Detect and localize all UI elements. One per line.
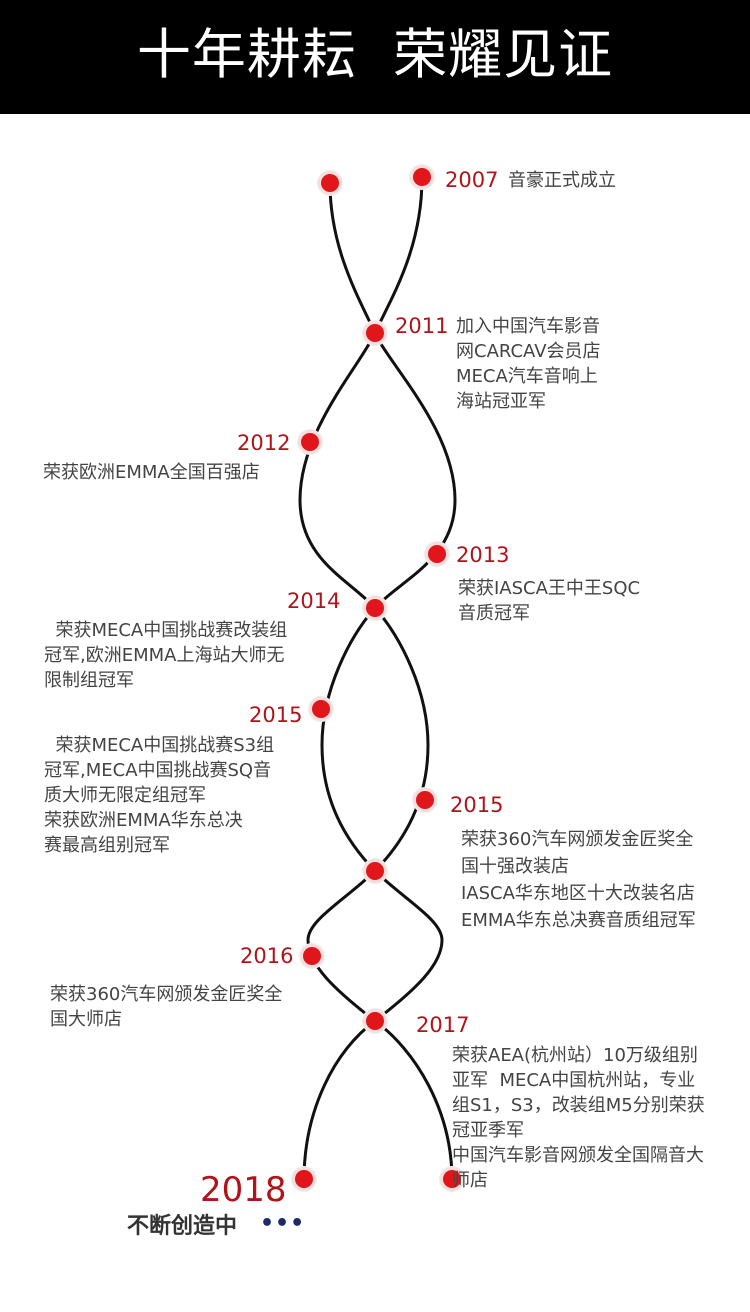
milestone-year-2016: 2016 — [240, 944, 294, 968]
milestone-line: 限制组冠军 — [44, 670, 134, 691]
milestone-text-2015-left: 荣获MECA中国挑战赛S3组 冠军,MECA中国挑战赛SQ音 质大师无限定组冠军… — [44, 733, 274, 858]
timeline-node-2016 — [303, 947, 321, 965]
milestone-year-2013: 2013 — [456, 543, 510, 567]
timeline-node-2015c — [366, 862, 384, 880]
milestone-text-2016: 荣获360汽车网颁发金匠奖全 国大师店 — [50, 982, 282, 1032]
milestone-year-2014: 2014 — [287, 589, 341, 613]
milestone-line: 亚军 MECA中国杭州站，专业 — [452, 1070, 696, 1091]
timeline-node-2007 — [413, 168, 431, 186]
timeline-node-2015a — [312, 700, 330, 718]
milestone-year-2007: 2007 — [445, 168, 499, 192]
milestone-line: 加入中国汽车影音 — [456, 316, 600, 337]
milestone-line: MECA汽车音响上 — [456, 366, 598, 387]
milestone-line: 国十强改装店 — [461, 856, 569, 877]
milestone-year-2017: 2017 — [416, 1013, 470, 1037]
page-title: 十年耕耘 荣耀见证 — [136, 23, 614, 86]
milestone-line: 荣获MECA中国挑战赛改装组 — [44, 620, 288, 641]
milestone-line: 荣获360汽车网颁发金匠奖全 — [461, 829, 694, 850]
timeline-node-2012 — [301, 433, 319, 451]
milestone-line: IASCA华东地区十大改装名店 — [461, 883, 695, 904]
timeline-node-2011 — [366, 324, 384, 342]
timeline-node-2017 — [366, 1012, 384, 1030]
timeline-node-start — [321, 174, 339, 192]
milestone-line: 中国汽车影音网颁发全国隔音大 — [452, 1145, 704, 1166]
milestone-text-2017: 荣获AEA(杭州站）10万级组别 亚军 MECA中国杭州站，专业 组S1，S3，… — [452, 1043, 705, 1193]
milestone-line: 组S1，S3，改装组M5分别荣获 — [452, 1095, 705, 1116]
ellipsis-dots-icon: ••• — [260, 1211, 306, 1236]
milestone-line: 荣获欧洲EMMA华东总决 — [44, 810, 243, 831]
final-year: 2018 — [200, 1170, 287, 1210]
milestone-line: 赛最高组别冠军 — [44, 835, 170, 856]
milestone-line: 海站冠亚军 — [456, 391, 546, 412]
timeline-node-2018-left — [295, 1170, 313, 1188]
milestone-line: 荣获360汽车网颁发金匠奖全 — [50, 984, 283, 1005]
curve-strand-b — [298, 176, 454, 1182]
milestone-line: 荣获欧洲EMMA全国百强店 — [43, 462, 260, 483]
milestone-line: 荣获IASCA王中王SQC — [458, 578, 641, 599]
milestone-line: 音豪正式成立 — [508, 170, 616, 191]
milestone-year-2015-left: 2015 — [249, 703, 303, 727]
milestone-line: 荣获AEA(杭州站）10万级组别 — [452, 1045, 698, 1066]
timeline-node-2014 — [366, 599, 384, 617]
milestone-line: 荣获MECA中国挑战赛S3组 — [44, 735, 275, 756]
milestone-text-2007: 音豪正式成立 — [508, 168, 616, 193]
milestone-line: 冠军,欧洲EMMA上海站大师无 — [44, 645, 285, 666]
milestone-line: 冠军,MECA中国挑战赛SQ音 — [44, 760, 272, 781]
milestone-line: 网CARCAV会员店 — [456, 341, 601, 362]
milestone-text-2014: 荣获MECA中国挑战赛改装组 冠军,欧洲EMMA上海站大师无 限制组冠军 — [44, 618, 287, 693]
milestone-line: 音质冠军 — [458, 603, 530, 624]
milestone-year-2011: 2011 — [395, 314, 449, 338]
timeline-node-2018-right — [443, 1170, 461, 1188]
final-text: 不断创造中 — [127, 1214, 238, 1239]
curve-strand-a — [302, 181, 457, 1182]
milestone-line: 师店 — [452, 1170, 488, 1191]
header-banner: 十年耕耘 荣耀见证 — [0, 0, 750, 114]
milestone-line: 国大师店 — [50, 1009, 122, 1030]
milestone-text-2015-right: 荣获360汽车网颁发金匠奖全 国十强改装店 IASCA华东地区十大改装名店 EM… — [461, 826, 696, 934]
milestone-line: EMMA华东总决赛音质组冠军 — [461, 910, 696, 931]
milestone-text-2012: 荣获欧洲EMMA全国百强店 — [43, 460, 260, 485]
timeline-node-2013 — [428, 545, 446, 563]
timeline-node-2015b — [416, 791, 434, 809]
milestone-line: 质大师无限定组冠军 — [44, 785, 206, 806]
milestone-text-2011: 加入中国汽车影音 网CARCAV会员店 MECA汽车音响上 海站冠亚军 — [456, 314, 601, 414]
milestone-text-2013: 荣获IASCA王中王SQC 音质冠军 — [458, 576, 640, 626]
milestone-year-2012: 2012 — [237, 431, 291, 455]
milestone-line: 冠亚季军 — [452, 1120, 524, 1141]
milestone-year-2015-right: 2015 — [450, 793, 504, 817]
